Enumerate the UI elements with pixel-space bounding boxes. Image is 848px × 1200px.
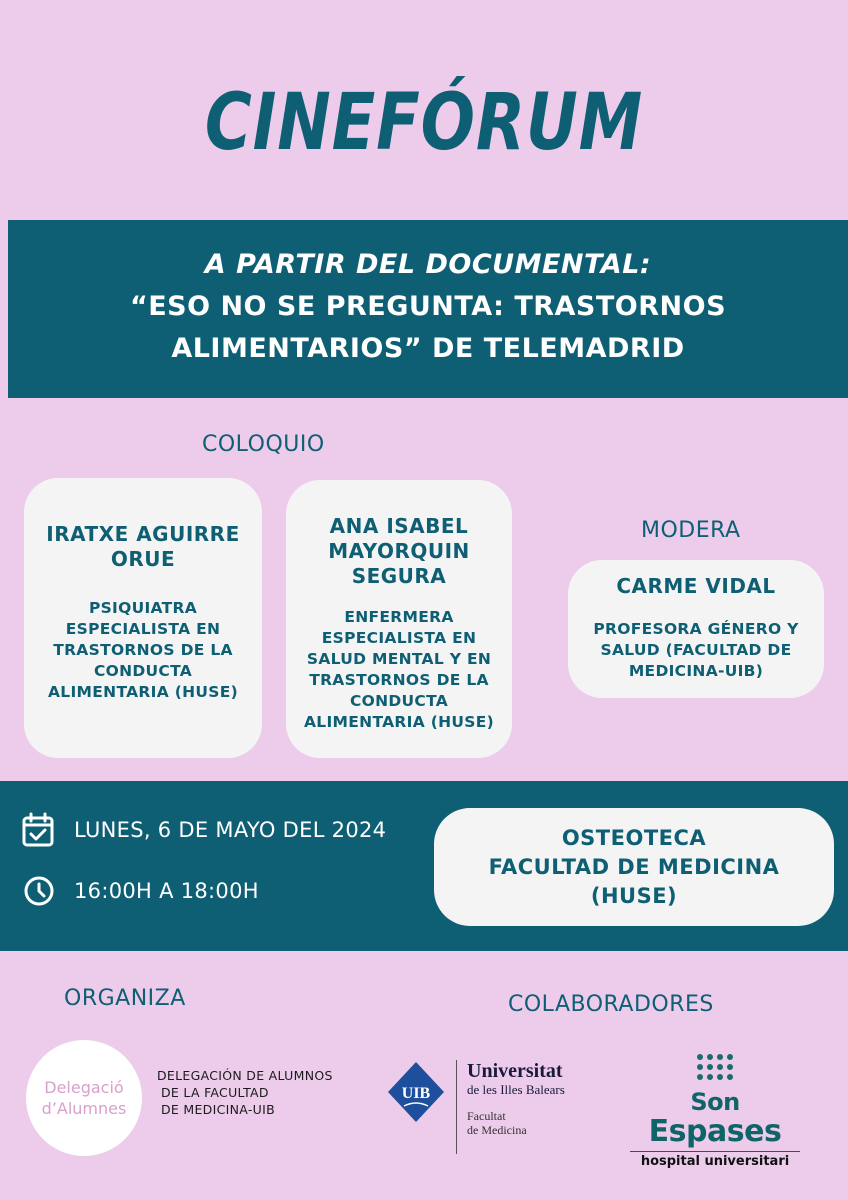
event-date: LUNES, 6 DE MAYO DEL 2024 [22, 812, 386, 848]
modera-heading: MODERA [641, 518, 741, 543]
son-espases-logo: Son Espases hospital universitari [620, 1054, 810, 1169]
uib-badge-text: UIB [402, 1085, 431, 1102]
event-date-text: LUNES, 6 DE MAYO DEL 2024 [74, 818, 387, 842]
banner-intro: A PARTIR DEL DOCUMENTAL: [204, 248, 652, 280]
event-time: 16:00H A 18:00H [22, 874, 259, 908]
calendar-check-icon [22, 812, 54, 847]
speaker-card: ANA ISABEL MAYORQUIN SEGURA ENFERMERA ES… [286, 480, 512, 758]
uib-wordmark: Universitat de les Illes Balears Faculta… [456, 1060, 586, 1154]
venue-card: OSTEOTECA FACULTAD DE MEDICINA (HUSE) [434, 808, 834, 926]
speaker-name: ANA ISABEL MAYORQUIN SEGURA [328, 514, 470, 588]
uib-emblem-icon: UIB [388, 1062, 444, 1122]
coloquio-heading: COLOQUIO [202, 432, 325, 457]
moderator-role: PROFESORA GÉNERO Y SALUD (FACULTAD DE ME… [593, 620, 799, 680]
moderator-card: CARME VIDAL PROFESORA GÉNERO Y SALUD (FA… [568, 560, 824, 698]
banner-film-title: “ESO NO SE PREGUNTA: TRASTORNOS ALIMENTA… [129, 290, 727, 364]
event-time-text: 16:00H A 18:00H [74, 879, 259, 903]
uib-logo: UIB [386, 1060, 446, 1134]
page-title: CINEFÓRUM [204, 78, 644, 168]
documental-banner: A PARTIR DEL DOCUMENTAL: “ESO NO SE PREG… [8, 220, 848, 398]
clock-icon [24, 876, 54, 906]
speaker-role: ENFERMERA ESPECIALISTA EN SALUD MENTAL Y… [304, 608, 494, 731]
delegacio-alumnes-logo: Delegació d’Alumnes [26, 1040, 142, 1156]
organizer-name: DELEGACIÓN DE ALUMNOS DE LA FACULTAD DE … [157, 1068, 333, 1117]
speaker-card: IRATXE AGUIRRE ORUE PSIQUIATRA ESPECIALI… [24, 478, 262, 758]
speaker-name: IRATXE AGUIRRE ORUE [46, 522, 240, 571]
speaker-role: PSIQUIATRA ESPECIALISTA EN TRASTORNOS DE… [48, 599, 238, 701]
colaboradores-heading: COLABORADORES [508, 992, 714, 1017]
organiza-heading: ORGANIZA [64, 986, 186, 1011]
moderator-name: CARME VIDAL [616, 574, 776, 598]
son-espases-dots-icon [697, 1054, 733, 1080]
